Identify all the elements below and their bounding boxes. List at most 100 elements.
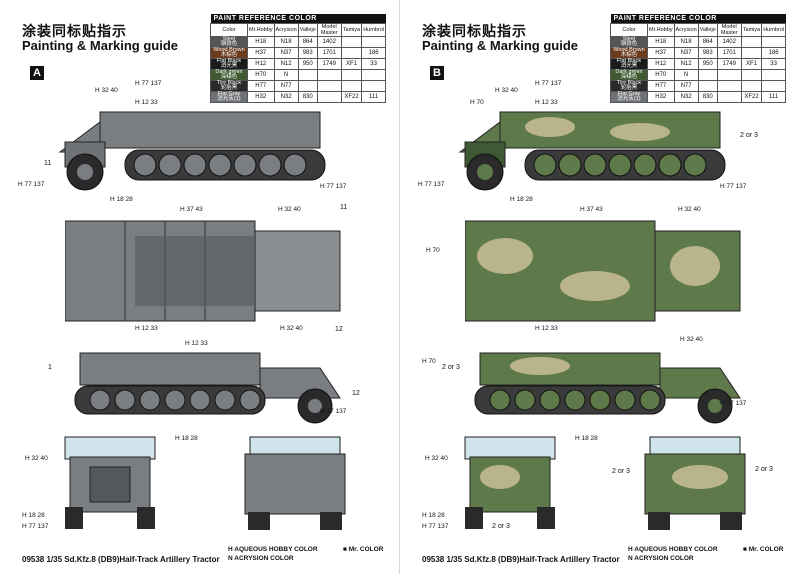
color-name: Dark green [615,69,643,75]
part-number: 2 or 3 [755,466,773,473]
vallejo-cell [297,80,318,92]
col-header: Humbrol [361,23,386,37]
part-number: 12 [352,390,360,397]
callout-h18-28: H 18 28 [575,435,598,442]
page-title-en: Painting & Marking guide [22,38,179,53]
color-legend: H AQUEOUS HOBBY COLOR N ACRYSION COLOR ■… [228,545,383,563]
model-master-cell: 1402 [716,36,742,48]
color-name-cn: 木棕色 [620,52,638,58]
model-master-cell [716,80,742,92]
part-number: 2 or 3 [740,132,758,139]
callout-h18-28: H 18 28 [110,196,133,203]
model-master-cell: 1701 [316,47,342,59]
callout-h77-137: H 77 137 [418,181,445,188]
vallejo-cell: 983 [297,47,318,59]
model-master-cell [716,69,742,81]
col-header: Mr.Hobby [247,23,275,37]
part-number: 12 [335,326,343,333]
vallejo-cell [697,80,718,92]
color-name: Wood Brown [213,47,245,53]
vehicle-side-view [58,111,326,191]
acrysion-cell: N18 [273,36,299,48]
mr-hobby-cell: H12 [247,58,275,70]
callout-h32-40: H 32 40 [25,455,48,462]
part-number: 11 [44,160,52,167]
callout-h18-28: H 18 28 [22,512,45,519]
col-header: Model Master [716,23,742,37]
callout-h32-40: H 32 40 [680,336,703,343]
col-header: Acrysion [673,23,699,37]
legend-acrysion: N ACRYSION COLOR [228,555,294,562]
callout-h77-137: H 77 137 [320,408,347,415]
callout-h32-40: H 32 40 [278,206,301,213]
right-page: 涂装同标贴指示 Painting & Marking guide B PAINT… [400,0,800,574]
tamiya-cell [340,47,363,59]
vehicle-side-view-2 [74,352,341,424]
color-name: Tire Black [216,80,242,86]
model-master-cell [316,80,342,92]
tamiya-cell: XF22 [340,91,363,103]
acrysion-cell: N32 [673,91,699,103]
left-page: 涂装同标贴指示 Painting & Marking guide A PAINT… [18,14,386,564]
vehicle-front-view-camo [464,436,556,529]
vehicle-top-view [65,220,341,322]
scheme-badge: B [430,66,444,80]
table-title: PAINT REFERENCE COLOR [610,14,786,24]
color-name-cn: 深绿色 [220,74,238,80]
color-name: Wood Brown [613,47,645,53]
page-title-cn: 涂装同标贴指示 [422,23,527,39]
callout-h32-40: H 32 40 [495,87,518,94]
humbrol-cell: 111 [361,91,386,103]
mr-hobby-cell: H12 [647,58,675,70]
model-master-cell: 1402 [316,36,342,48]
col-header: Color [210,23,248,37]
vehicle-top-view-camo [465,220,741,322]
vallejo-cell [697,69,718,81]
mr-hobby-cell: H70 [247,69,275,81]
acrysion-cell: N77 [673,80,699,92]
model-master-cell [316,69,342,81]
color-name-cn: 消光黑 [220,63,238,69]
color-name: Steel [622,36,636,42]
humbrol-cell [361,80,386,92]
mr-hobby-cell: H37 [247,47,275,59]
callout-h77-137: H 77 137 [135,80,162,87]
callout-h12-33: H 12 33 [535,99,558,106]
legend-aqueous: H AQUEOUS HOBBY COLOR [628,546,718,553]
color-name: Dark green [215,69,243,75]
paint-reference-table: PAINT REFERENCE COLOR Color Mr.Hobby Acr… [610,14,786,103]
acrysion-cell: N12 [673,58,699,70]
acrysion-cell: N37 [273,47,299,59]
part-number: 2 or 3 [442,364,460,371]
col-header: Color [610,23,648,37]
color-name-cn: 消光黑 [620,63,638,69]
vallejo-cell: 950 [297,58,318,70]
callout-h32-40: H 32 40 [678,206,701,213]
callout-h12-33: H 12 33 [135,325,158,332]
vallejo-cell: 830 [297,91,318,103]
callout-h77-137: H 77 137 [720,183,747,190]
col-header: Vallejo [697,23,718,37]
acrysion-cell: N32 [273,91,299,103]
tamiya-cell [740,80,763,92]
mr-hobby-cell: H18 [647,36,675,48]
legend-acrysion: N ACRYSION COLOR [628,555,694,562]
callout-h18-28: H 18 28 [510,196,533,203]
col-header: Vallejo [297,23,318,37]
vallejo-cell: 950 [697,58,718,70]
color-name: Flat Gray [217,91,241,97]
